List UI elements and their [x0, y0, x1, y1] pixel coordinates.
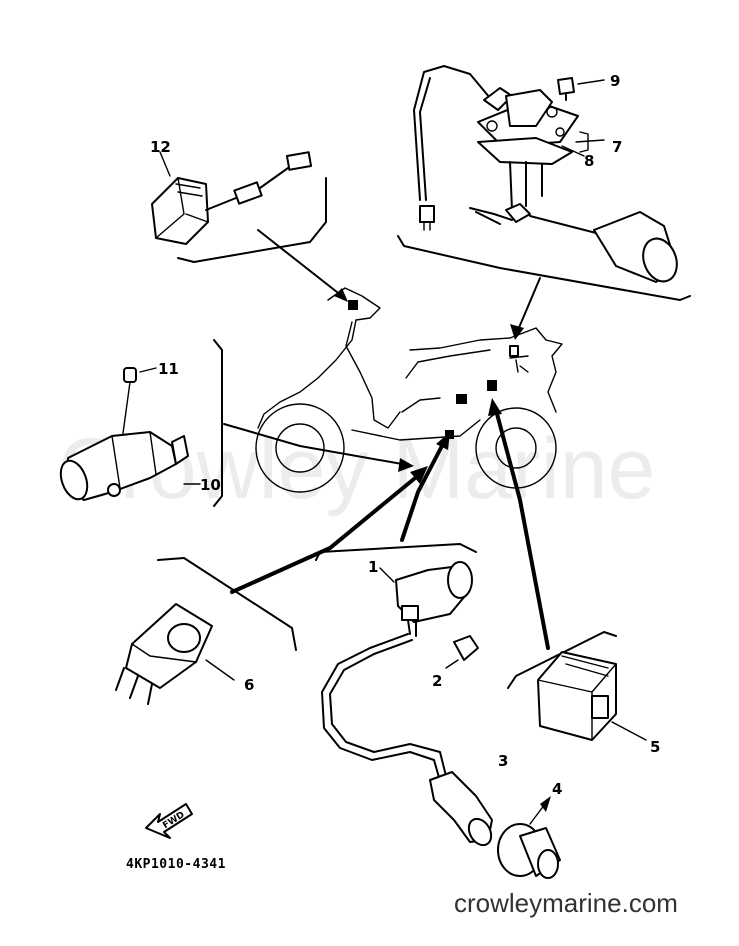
callout-9: 9	[610, 72, 620, 90]
mount-marker-5	[487, 380, 497, 391]
callout-8: 8	[584, 152, 594, 170]
callout-3: 3	[498, 752, 508, 770]
part-5-flasher-relay	[537, 651, 647, 741]
callout-5: 5	[650, 738, 660, 756]
callout-12: 12	[150, 138, 171, 156]
callout-10: 10	[200, 476, 221, 494]
scooter-outline	[255, 287, 563, 493]
part-6-ignitor	[115, 603, 235, 705]
mount-marker-1	[456, 394, 467, 404]
part-1-2-3-ignition-coil	[321, 561, 493, 847]
part-code: 4KP1010-4341	[126, 857, 226, 872]
leader-arrows	[223, 229, 550, 650]
mount-marker-12	[348, 300, 358, 310]
callout-11: 11	[158, 360, 179, 378]
callout-6: 6	[244, 676, 254, 694]
part-10-11-cable-switch	[59, 367, 201, 501]
forward-arrow-icon: FWD	[145, 803, 193, 839]
callout-1: 1	[368, 558, 378, 576]
leader-8	[561, 145, 585, 157]
footer-site-name: crowleymarine.com	[454, 888, 678, 918]
scooter-mount-point-a	[509, 345, 519, 357]
part-7-8-9-fuel-sender	[413, 65, 678, 283]
callout-7: 7	[612, 138, 622, 156]
callout-2: 2	[432, 672, 442, 690]
part-12-relay-unit	[151, 151, 313, 245]
callout-4: 4	[552, 780, 562, 798]
part-4-plug-cap	[497, 796, 561, 879]
